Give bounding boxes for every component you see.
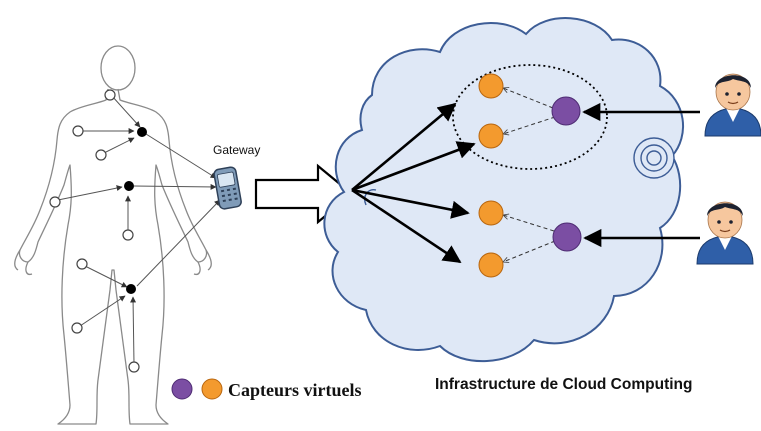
body-sensor-lower-chest bbox=[95, 149, 107, 161]
virtual-sensor-orange-1 bbox=[478, 73, 504, 99]
body-sensor-hip bbox=[76, 258, 88, 270]
cloud-computing-infrastructure bbox=[323, 17, 685, 363]
sensor-hub-lower bbox=[126, 284, 136, 294]
user-avatar-icon bbox=[696, 201, 754, 265]
link-hip-to-lower-hub bbox=[84, 265, 128, 288]
arrow-to-sensor-1 bbox=[351, 102, 457, 191]
virtual-sensor-purple-2 bbox=[552, 222, 582, 252]
concentric-circles-icon bbox=[633, 137, 675, 179]
body-sensor-head bbox=[104, 89, 116, 101]
gateway: Gateway bbox=[213, 143, 260, 210]
virtual-sensor-orange-4 bbox=[478, 252, 504, 278]
arrow-to-sensor-4 bbox=[351, 188, 462, 264]
legend-label: Capteurs virtuels bbox=[228, 380, 362, 400]
body-sensor-left-chest bbox=[72, 125, 84, 137]
link-head-to-chest-hub bbox=[111, 95, 141, 128]
body-sensor-thigh bbox=[71, 322, 83, 334]
gateway-label: Gateway bbox=[213, 143, 260, 157]
virtual-sensor-group-ellipse bbox=[452, 64, 608, 170]
virtual-sensor-purple-1 bbox=[551, 96, 581, 126]
virtual-sensor-orange-3 bbox=[478, 200, 504, 226]
virtual-sensor-orange-2 bbox=[478, 123, 504, 149]
sensor-hub-mid bbox=[124, 181, 134, 191]
link-thigh-to-lower-hub bbox=[79, 295, 126, 327]
arrow-to-sensor-2 bbox=[351, 141, 476, 192]
cloud-caption: Infrastructure de Cloud Computing bbox=[435, 376, 692, 393]
dash-link-top-a bbox=[503, 88, 554, 109]
mobile-phone-icon bbox=[213, 166, 242, 210]
arrow-to-sensor-3 bbox=[351, 188, 470, 219]
link-lower-hub-to-gateway bbox=[136, 199, 221, 287]
body-sensor-network bbox=[49, 89, 221, 373]
legend-purple-dot bbox=[171, 378, 193, 400]
dash-link-top-b bbox=[503, 116, 556, 134]
body-sensor-left-arm bbox=[49, 196, 61, 208]
body-sensor-leg bbox=[128, 361, 140, 373]
link-mid-hub-to-gateway bbox=[133, 183, 217, 190]
human-body-outline bbox=[14, 45, 212, 425]
link-left-arm-to-mid-hub bbox=[57, 185, 123, 201]
legend: Capteurs virtuels bbox=[171, 378, 362, 400]
link-lower-chest-to-hub bbox=[103, 137, 135, 154]
link-chest-hub-to-gateway bbox=[145, 133, 217, 179]
dash-link-bottom-b bbox=[503, 240, 556, 262]
legend-orange-dot bbox=[201, 378, 223, 400]
dash-link-bottom-a bbox=[503, 215, 555, 232]
sensor-hub-chest bbox=[137, 127, 147, 137]
user-avatar-icon bbox=[704, 73, 761, 137]
body-sensor-abdomen bbox=[122, 229, 134, 241]
cloud-shape bbox=[323, 17, 685, 363]
link-leg-to-lower-hub bbox=[130, 296, 137, 365]
